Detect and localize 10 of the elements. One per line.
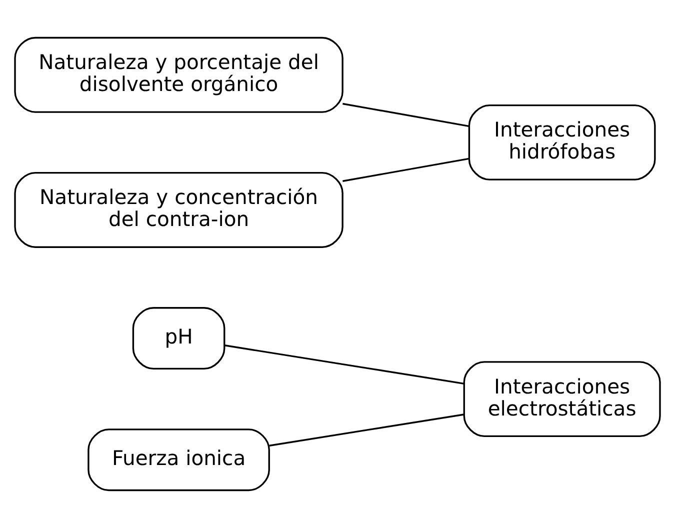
connector [342, 102, 469, 126]
node-box: Naturaleza y porcentaje del disolvente orgánico [14, 36, 344, 112]
connector [342, 157, 469, 182]
connector [224, 344, 464, 384]
node-box: Interacciones electrostáticas [463, 360, 661, 437]
node-box: Interacciones hidrófobas [468, 104, 656, 180]
node-box: Naturaleza y concentración del contra-ion [14, 171, 344, 248]
connector [269, 413, 464, 446]
node-box: Fuerza ionica [88, 428, 270, 491]
node-box: pH [132, 306, 226, 370]
